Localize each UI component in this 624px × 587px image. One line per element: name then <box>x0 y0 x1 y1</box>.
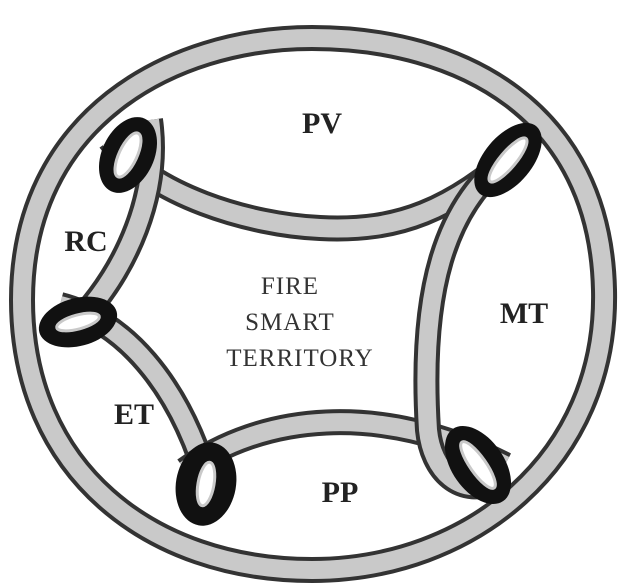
center-label-line-3: TERRITORY <box>226 345 373 372</box>
region-label-rc: RC <box>64 225 107 258</box>
region-label-mt: MT <box>500 297 548 330</box>
center-label-line-1: FIRE <box>261 273 319 300</box>
region-label-et: ET <box>114 398 154 431</box>
center-label: FIRE SMART TERRITORY <box>226 273 373 372</box>
center-label-line-2: SMART <box>245 309 335 336</box>
region-label-pv: PV <box>302 107 342 140</box>
region-label-pp: PP <box>322 476 359 509</box>
